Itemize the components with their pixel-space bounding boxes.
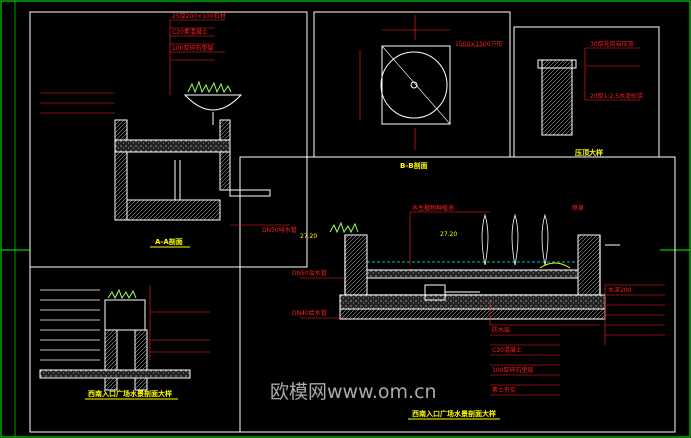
annotation-a-1: 25厚200×100石材 [172, 12, 226, 20]
annotation-a-2: C20素混凝土 [172, 28, 208, 36]
annotation-main-4: DN50溢水管 [292, 269, 327, 277]
annotation-main-8: 100厚碎石垫层 [492, 366, 533, 374]
watermark-text: 欧模网www.om.cn [270, 381, 437, 403]
annotation-main-2: 水深200 [608, 286, 632, 294]
level-main-2: 27.20 [300, 233, 317, 240]
main-drawing: 水生植物种植池 喷泉 DN50溢水管 DN40给水管 防水层 C20混凝土 10… [292, 204, 665, 420]
annotation-main-9: 素土夯实 [492, 386, 516, 394]
left-bottom-drawing: 西南入口广场水景剖面大样 [39, 285, 210, 400]
detail-top-drawing: 30厚花岗岩压顶 20厚1:2.5水泥砂浆 压顶大样 [537, 40, 643, 157]
section-a-title: A-A剖面 [155, 237, 183, 246]
annotation-main-1: 水生植物种植池 [412, 204, 454, 212]
annotation-a-4: DN50排水管 [262, 226, 297, 234]
annotation-main-5: DN40给水管 [292, 309, 327, 317]
panel-main [239, 156, 676, 433]
section-a-drawing: 25厚200×100石材 C20素混凝土 100厚碎石垫层 DN50排水管 A-… [40, 12, 297, 248]
panel-detail-top [513, 26, 660, 158]
panel-section-b [313, 11, 511, 158]
left-bottom-title: 西南入口广场水景剖面大样 [88, 389, 172, 398]
annotation-main-3: 喷泉 [572, 204, 584, 212]
annotation-main-7: C20混凝土 [492, 346, 522, 354]
annotation-b-1: 1500×1500方形 [455, 40, 503, 48]
annotation-main-6: 防水层 [492, 326, 510, 334]
annotation-detail-1: 30厚花岗岩压顶 [590, 40, 634, 48]
annotation-detail-2: 20厚1:2.5水泥砂浆 [590, 92, 643, 100]
section-b-drawing: 1500×1500方形 B-B剖面 [359, 15, 503, 170]
detail-top-title: 压顶大样 [575, 148, 603, 157]
level-main-1: 27.20 [440, 231, 457, 238]
section-b-title: B-B剖面 [400, 161, 428, 170]
annotation-a-3: 100厚碎石垫层 [172, 44, 213, 52]
main-title: 西南入口广场水景剖面大样 [412, 409, 496, 418]
